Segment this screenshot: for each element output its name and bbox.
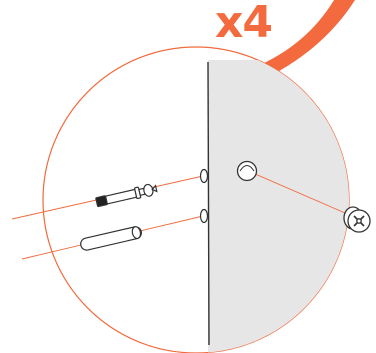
cam-lock-hole [236,160,258,182]
guide-line-cam-lock [245,169,353,217]
edge-hole-lower [199,208,209,224]
cam-lock-icon [343,206,371,233]
edge-hole-upper [199,168,209,184]
cam-bolt-icon [95,183,158,208]
board-edge [207,61,210,346]
quantity-label: x4 [215,0,273,48]
callout-swoosh [248,0,355,82]
dowel-icon [80,226,143,251]
board-panel [208,60,349,353]
